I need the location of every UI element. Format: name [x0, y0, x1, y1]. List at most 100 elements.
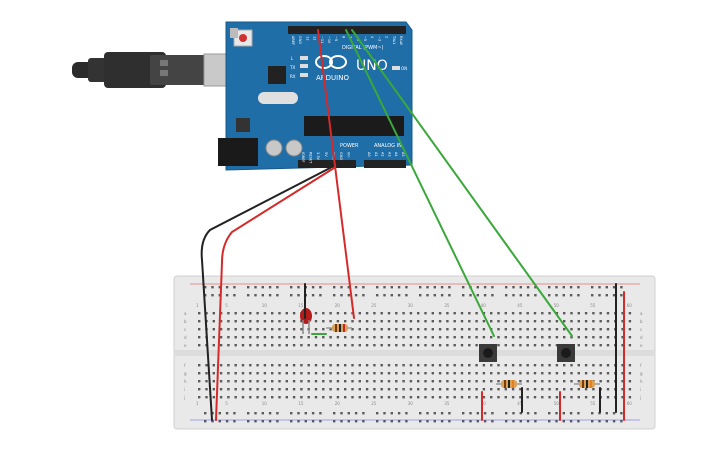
breadboard-hole[interactable] — [319, 294, 322, 297]
breadboard-hole[interactable] — [497, 372, 500, 375]
breadboard-hole[interactable] — [344, 364, 347, 367]
breadboard-hole[interactable] — [511, 312, 515, 315]
breadboard-hole[interactable] — [241, 396, 245, 399]
breadboard-hole[interactable] — [563, 372, 566, 375]
breadboard-hole[interactable] — [460, 336, 464, 339]
breadboard-hole[interactable] — [431, 320, 434, 323]
breadboard-hole[interactable] — [234, 344, 237, 347]
breadboard-hole[interactable] — [541, 328, 544, 331]
breadboard-hole[interactable] — [290, 286, 293, 289]
breadboard-hole[interactable] — [476, 294, 479, 297]
breadboard-hole[interactable] — [278, 320, 281, 323]
breadboard-hole[interactable] — [468, 320, 471, 323]
breadboard-hole[interactable] — [402, 364, 405, 367]
breadboard-hole[interactable] — [409, 396, 413, 399]
breadboard-hole[interactable] — [460, 364, 464, 367]
breadboard-hole[interactable] — [519, 388, 522, 391]
breadboard-hole[interactable] — [390, 420, 393, 423]
breadboard-hole[interactable] — [254, 412, 257, 415]
breadboard-hole[interactable] — [433, 286, 436, 289]
breadboard-hole[interactable] — [373, 364, 376, 367]
breadboard-hole[interactable] — [460, 372, 464, 375]
breadboard-hole[interactable] — [212, 364, 215, 367]
breadboard-hole[interactable] — [336, 396, 340, 399]
breadboard-hole[interactable] — [592, 344, 595, 347]
wire-5v-red[interactable] — [215, 167, 335, 421]
breadboard-hole[interactable] — [198, 388, 201, 391]
breadboard-hole[interactable] — [431, 336, 434, 339]
breadboard-hole[interactable] — [395, 336, 398, 339]
breadboard-hole[interactable] — [344, 344, 347, 347]
breadboard-hole[interactable] — [591, 412, 594, 415]
breadboard-hole[interactable] — [380, 364, 383, 367]
wire-pin-green-2[interactable] — [351, 29, 573, 337]
breadboard-hole[interactable] — [424, 344, 427, 347]
breadboard-hole[interactable] — [563, 336, 566, 339]
breadboard-hole[interactable] — [271, 364, 274, 367]
breadboard-hole[interactable] — [475, 336, 478, 339]
breadboard-hole[interactable] — [511, 328, 515, 331]
breadboard-hole[interactable] — [362, 412, 365, 415]
breadboard-hole[interactable] — [511, 320, 515, 323]
breadboard-hole[interactable] — [577, 396, 580, 399]
breadboard-hole[interactable] — [278, 372, 281, 375]
breadboard-hole[interactable] — [448, 420, 451, 423]
breadboard-hole[interactable] — [219, 344, 223, 347]
breadboard-hole[interactable] — [247, 286, 250, 289]
breadboard-hole[interactable] — [431, 388, 434, 391]
breadboard-hole[interactable] — [234, 380, 237, 383]
breadboard-hole[interactable] — [491, 420, 494, 423]
breadboard-hole[interactable] — [533, 312, 537, 315]
breadboard-hole[interactable] — [212, 320, 215, 323]
breadboard-hole[interactable] — [271, 396, 274, 399]
breadboard-hole[interactable] — [505, 412, 508, 415]
breadboard-hole[interactable] — [460, 320, 464, 323]
breadboard-hole[interactable] — [365, 396, 369, 399]
breadboard-hole[interactable] — [555, 286, 558, 289]
breadboard-hole[interactable] — [300, 320, 303, 323]
breadboard-hole[interactable] — [577, 286, 580, 289]
breadboard-hole[interactable] — [395, 328, 398, 331]
breadboard-hole[interactable] — [219, 320, 223, 323]
breadboard-hole[interactable] — [314, 372, 318, 375]
breadboard-hole[interactable] — [198, 380, 201, 383]
breadboard-hole[interactable] — [212, 336, 215, 339]
breadboard-hole[interactable] — [562, 420, 565, 423]
breadboard-hole[interactable] — [453, 364, 456, 367]
breadboard-hole[interactable] — [373, 320, 376, 323]
breadboard-hole[interactable] — [599, 312, 602, 315]
breadboard-hole[interactable] — [475, 380, 478, 383]
power-header[interactable] — [298, 160, 356, 168]
breadboard-hole[interactable] — [497, 320, 500, 323]
breadboard-hole[interactable] — [599, 364, 602, 367]
breadboard-hole[interactable] — [322, 372, 325, 375]
breadboard-hole[interactable] — [205, 396, 208, 399]
breadboard-hole[interactable] — [307, 388, 310, 391]
breadboard-hole[interactable] — [380, 344, 383, 347]
breadboard-hole[interactable] — [577, 364, 580, 367]
breadboard-hole[interactable] — [233, 294, 236, 297]
breadboard-hole[interactable] — [606, 380, 610, 383]
breadboard-hole[interactable] — [365, 320, 369, 323]
breadboard-hole[interactable] — [322, 380, 325, 383]
breadboard-hole[interactable] — [376, 420, 379, 423]
breadboard-hole[interactable] — [621, 320, 624, 323]
breadboard-hole[interactable] — [290, 420, 293, 423]
breadboard-hole[interactable] — [519, 286, 522, 289]
breadboard-hole[interactable] — [490, 364, 493, 367]
breadboard-hole[interactable] — [395, 364, 398, 367]
breadboard-hole[interactable] — [405, 420, 408, 423]
breadboard-hole[interactable] — [512, 294, 515, 297]
breadboard-hole[interactable] — [365, 380, 369, 383]
breadboard-hole[interactable] — [621, 372, 624, 375]
breadboard-hole[interactable] — [397, 412, 401, 415]
breadboard-hole[interactable] — [606, 388, 610, 391]
breadboard-hole[interactable] — [592, 396, 595, 399]
breadboard-hole[interactable] — [440, 412, 444, 415]
breadboard-hole[interactable] — [519, 420, 522, 423]
pushbutton-1[interactable] — [479, 344, 497, 362]
breadboard-hole[interactable] — [249, 396, 252, 399]
breadboard-hole[interactable] — [336, 312, 340, 315]
breadboard-hole[interactable] — [227, 380, 230, 383]
breadboard-hole[interactable] — [278, 336, 281, 339]
